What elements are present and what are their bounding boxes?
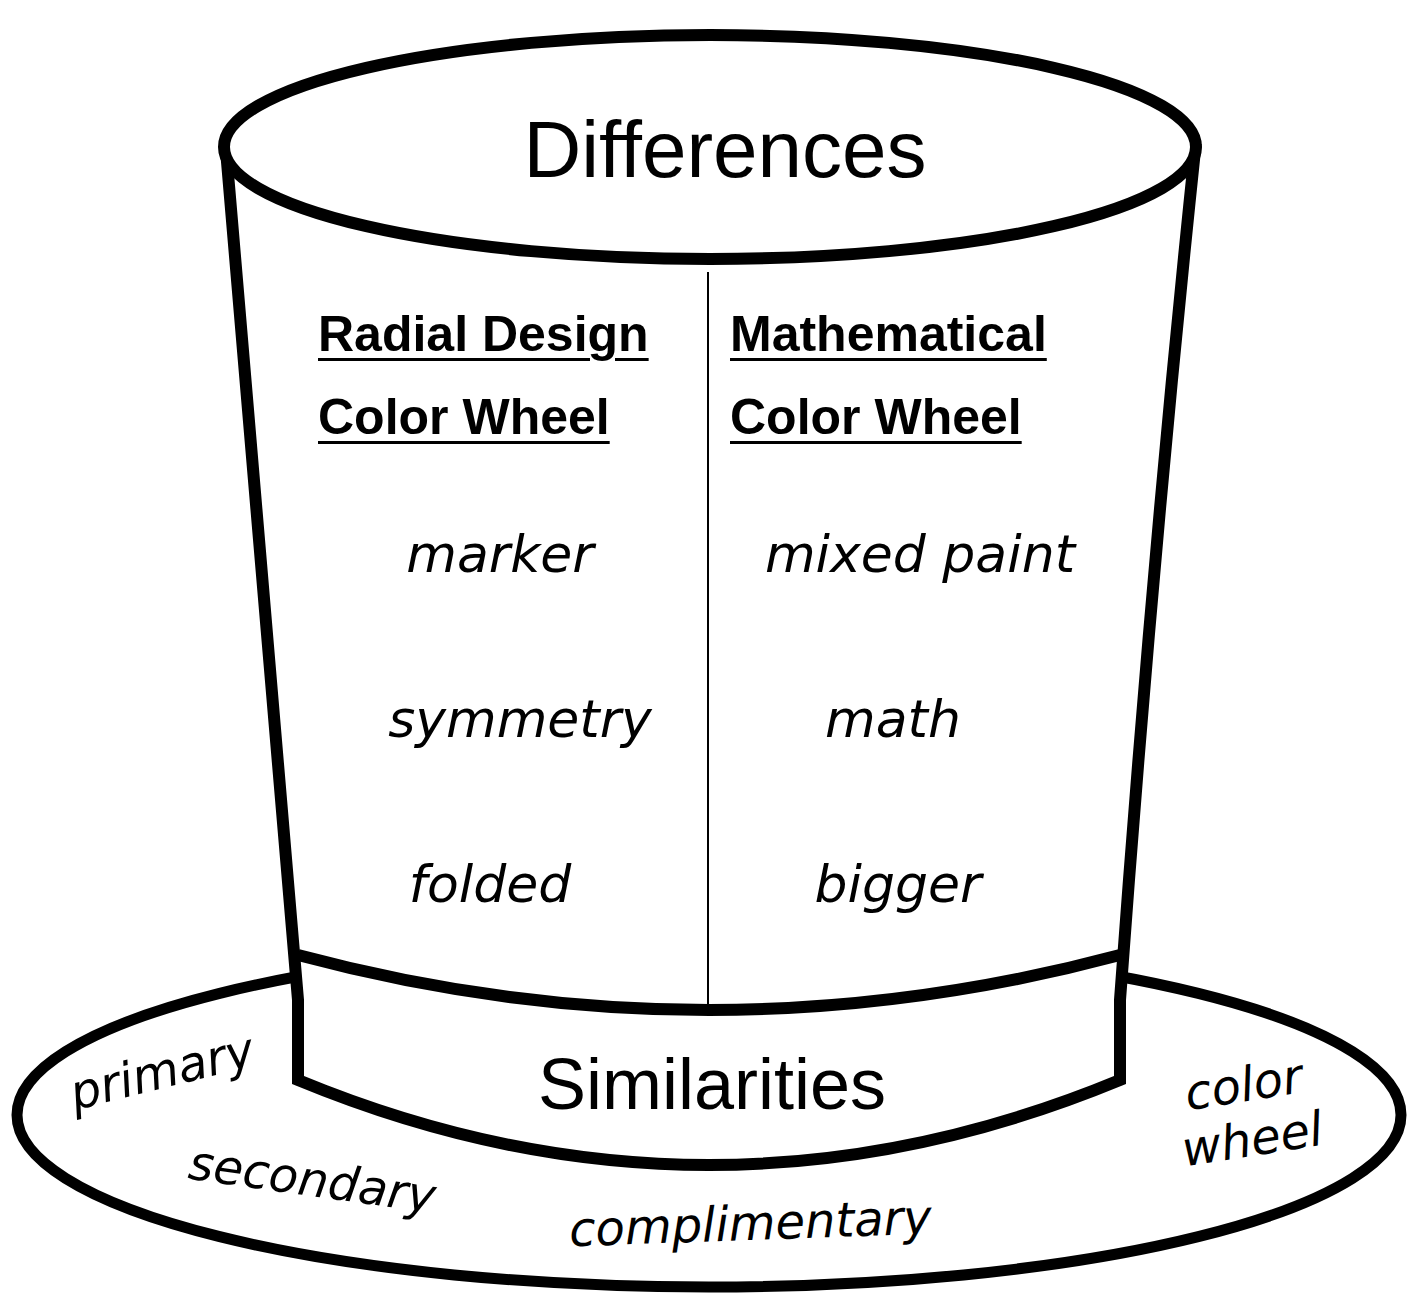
difference-word: bigger [815, 855, 982, 915]
hat-top [224, 35, 1196, 259]
difference-word: mixed paint [765, 525, 1075, 585]
difference-word: symmetry [388, 690, 652, 750]
difference-word: math [825, 690, 961, 750]
hat-crown [226, 150, 1195, 1165]
difference-word: folded [409, 855, 572, 915]
similarity-word: secondary [185, 1135, 439, 1224]
hat-top-node: Differences [220, 30, 1210, 265]
hat-brim-node: primary secondary complimentary color wheel [15, 960, 1405, 1290]
hat-band-node: Similarities [300, 1010, 1118, 1140]
section-heading: Similarities [538, 1045, 886, 1124]
similarity-word: complimentary [568, 1190, 932, 1258]
column-heading: Mathematical Color Wheel [730, 293, 1135, 459]
similarity-word: primary [64, 1023, 260, 1122]
column-divider [707, 272, 709, 1008]
section-heading: Differences [523, 106, 926, 194]
difference-word: marker [406, 525, 593, 585]
column-heading: Radial Design Color Wheel [318, 293, 703, 459]
similarity-word: color wheel [1141, 1042, 1356, 1182]
hat-crown-node: Radial Design Color Wheel marker symmetry f… [230, 265, 1195, 955]
